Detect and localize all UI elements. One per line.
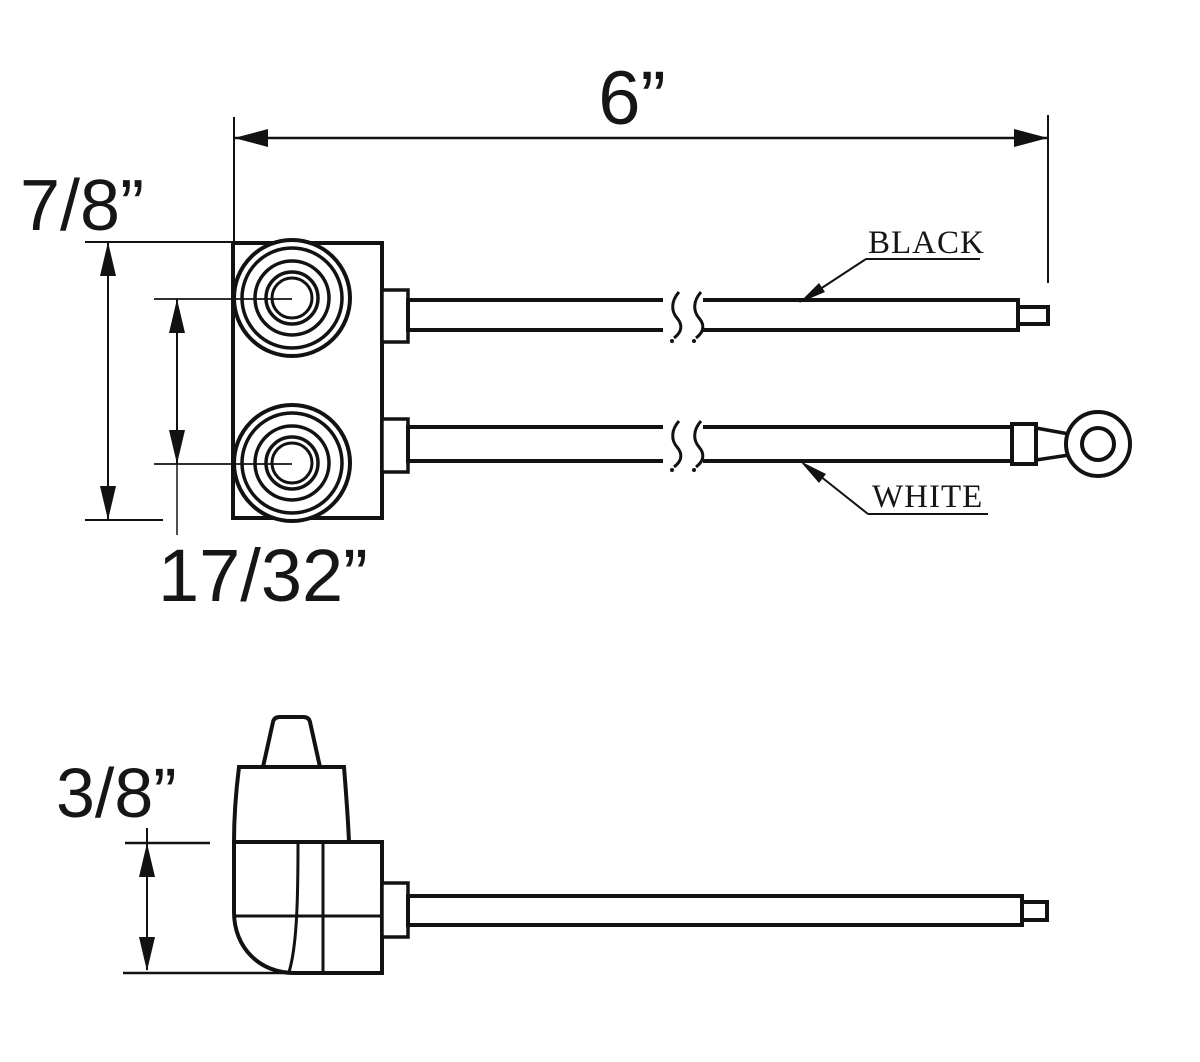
side-view: 3/8” xyxy=(56,715,1049,975)
terminal-ring xyxy=(240,411,344,515)
terminal-top xyxy=(232,238,352,358)
terminal-ring xyxy=(240,246,344,350)
ring-terminal-taper xyxy=(1035,426,1070,462)
body-curve-line xyxy=(287,841,300,973)
terminal-bottom xyxy=(232,403,352,523)
white-wire-label: WHITE xyxy=(872,479,983,515)
dimension-overall-length: 6” xyxy=(233,56,1049,283)
wire-break-icon xyxy=(670,291,705,343)
front-view xyxy=(231,238,1132,523)
wire-tab-bottom xyxy=(380,417,410,474)
terminal-ring xyxy=(253,259,331,337)
break-dot xyxy=(670,468,674,472)
dimension-text-overall-length: 6” xyxy=(598,56,666,141)
side-view-mid-section xyxy=(231,765,352,844)
break-squiggle xyxy=(693,291,705,340)
terminal-ring xyxy=(264,270,320,326)
black-wire xyxy=(406,291,1050,343)
wire-tab-top xyxy=(380,288,410,344)
black-wire-stripped-tip xyxy=(1016,305,1050,326)
arrowhead-up xyxy=(139,843,155,877)
terminal-ring xyxy=(232,238,352,358)
leader-arrowhead xyxy=(799,283,825,303)
side-view-knob xyxy=(260,715,323,769)
break-squiggle xyxy=(693,420,705,469)
side-view-lower-body xyxy=(232,840,384,975)
terminal-ring xyxy=(264,435,320,491)
break-squiggle xyxy=(671,291,683,340)
terminal-ring xyxy=(253,424,331,502)
dimension-text-terminal-spacing: 17/32” xyxy=(158,534,368,617)
black-wire-label: BLACK xyxy=(868,225,985,261)
terminal-ring xyxy=(270,276,314,320)
arrowhead-left xyxy=(234,129,268,147)
arrowhead-up xyxy=(169,299,185,333)
ring-terminal-hole xyxy=(1080,426,1116,462)
break-dot xyxy=(692,468,696,472)
break-dot xyxy=(670,339,674,343)
arrowhead-down xyxy=(169,430,185,464)
dimension-height: 7/8” xyxy=(20,166,234,521)
dimension-text-height: 7/8” xyxy=(20,166,144,246)
dimension-side-height: 3/8” xyxy=(56,754,290,975)
arrowhead-up xyxy=(100,242,116,276)
wire-break-icon xyxy=(670,420,705,472)
terminal-ring xyxy=(232,403,352,523)
white-wire-body xyxy=(406,425,1014,463)
side-wire-body xyxy=(406,894,1024,927)
black-wire-body xyxy=(406,298,1020,332)
dimension-terminal-spacing: 17/32” xyxy=(154,298,368,617)
break-dot xyxy=(692,339,696,343)
leader-arrowhead xyxy=(800,461,826,483)
wire-tab-side xyxy=(380,881,410,939)
white-wire xyxy=(406,410,1132,478)
terminal-ring xyxy=(270,441,314,485)
side-wire-stripped-tip xyxy=(1020,900,1049,922)
arrowhead-right xyxy=(1014,129,1048,147)
arrowhead-down xyxy=(139,937,155,971)
dimension-text-side-height: 3/8” xyxy=(56,754,177,832)
break-squiggle xyxy=(671,420,683,469)
label-black: BLACK xyxy=(799,225,985,303)
ring-terminal-barrel xyxy=(1010,422,1038,466)
label-white: WHITE xyxy=(800,461,988,515)
arrowhead-down xyxy=(100,486,116,520)
